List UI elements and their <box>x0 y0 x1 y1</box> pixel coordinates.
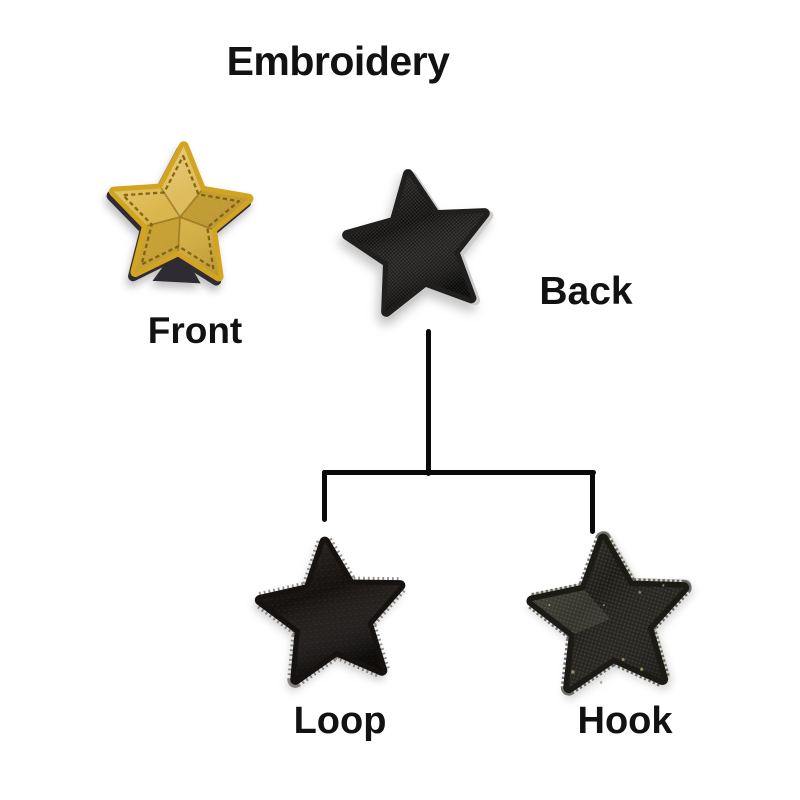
back-label: Back <box>539 270 633 313</box>
loop-label: Loop <box>293 700 387 742</box>
connector-right-drop-line <box>590 470 595 534</box>
front-gold-star-patch <box>102 139 258 295</box>
hook-label: Hook <box>577 700 673 742</box>
connector-left-drop-line <box>322 470 327 522</box>
connector-cross-line <box>322 470 596 475</box>
hook-glints <box>548 584 665 684</box>
front-label: Front <box>147 310 243 351</box>
loop-black-star-patch <box>251 534 414 697</box>
diagram-title: Embroidery <box>226 38 450 84</box>
patch-backing-notch <box>152 245 201 284</box>
back-black-star-patch <box>339 166 500 327</box>
connector-stem-line <box>426 329 431 476</box>
tree-connector <box>322 329 596 534</box>
hook-black-star-patch <box>522 531 698 707</box>
